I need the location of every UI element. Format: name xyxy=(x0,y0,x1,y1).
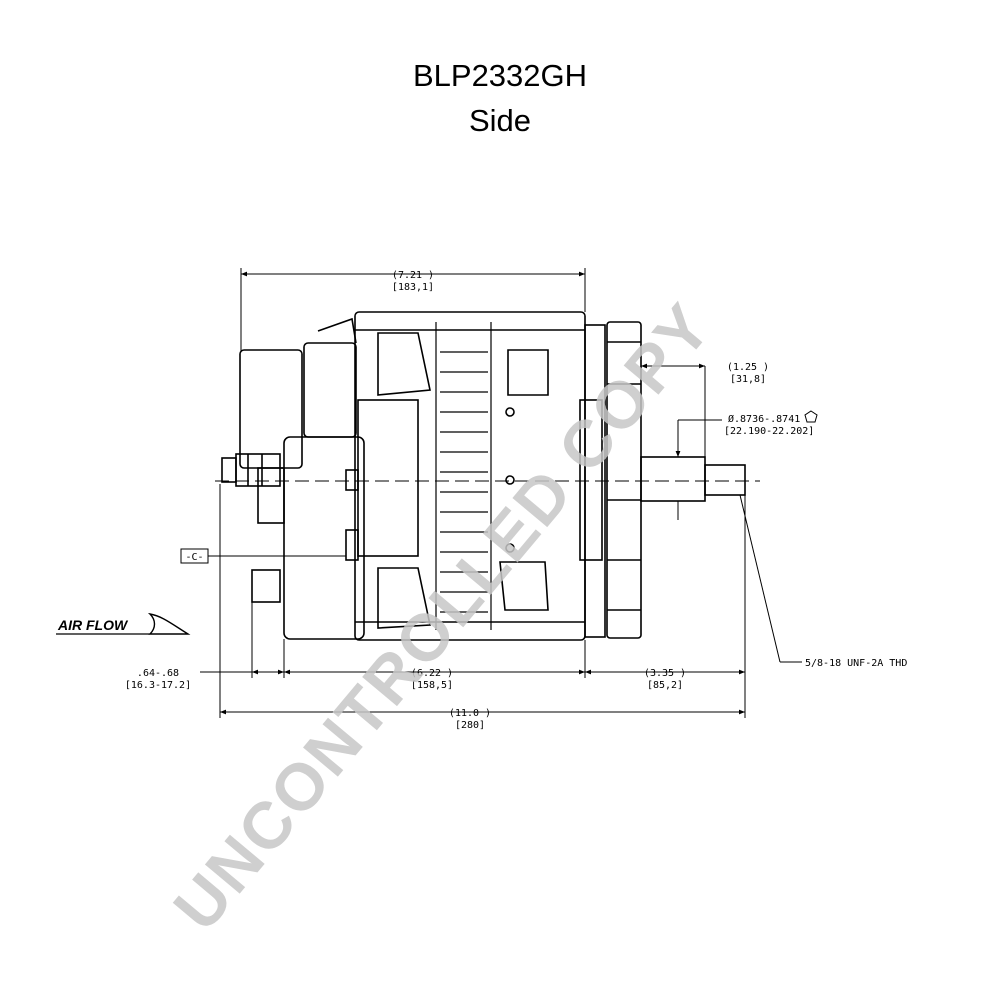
dim-overall-top-mm: [183,1] xyxy=(392,282,434,293)
airflow-arrow-icon xyxy=(147,612,191,635)
dim-front-mm: [85,2] xyxy=(647,680,683,691)
upper-mount-ear xyxy=(377,332,431,396)
dim-overall: (11.0 ) xyxy=(449,708,491,719)
part-number-title: BLP2332GH xyxy=(412,58,588,93)
dim-shaft-diameter-mm: [22.190-22.202] xyxy=(724,426,814,437)
airflow-label: AIR FLOW xyxy=(57,617,129,633)
dim-shaft-diameter: Ø.8736-.8741 xyxy=(728,413,800,425)
b-plus-terminal xyxy=(221,457,237,483)
lower-mount-ear xyxy=(377,567,431,629)
threaded-shaft-end xyxy=(704,464,746,496)
dim-body-mm: [158,5] xyxy=(411,680,453,691)
dimension-lines xyxy=(200,268,802,718)
datum-c-label: -C- xyxy=(185,552,203,563)
view-subtitle: Side xyxy=(468,103,532,138)
dim-body: (6.22 ) xyxy=(411,668,453,679)
cooling-fins xyxy=(435,322,492,630)
datum-c-box xyxy=(180,548,209,564)
dim-shaft-step-mm: [31,8] xyxy=(730,374,766,385)
dim-stud: .64-.68 xyxy=(137,668,179,679)
cylindricity-symbol-icon xyxy=(804,410,818,423)
dim-stud-mm: [16.3-17.2] xyxy=(125,680,191,691)
shaft xyxy=(640,456,706,502)
dim-thread: 5/8-18 UNF-2A THD xyxy=(805,658,907,669)
dim-front: (3.35 ) xyxy=(644,668,686,679)
dim-overall-mm: [280] xyxy=(455,720,485,731)
dim-overall-top: (7.21 ) xyxy=(392,270,434,281)
ground-terminal xyxy=(251,569,281,603)
dim-shaft-step: (1.25 ) xyxy=(727,362,769,373)
regulator-box xyxy=(239,349,303,469)
alternator-body xyxy=(221,311,746,641)
